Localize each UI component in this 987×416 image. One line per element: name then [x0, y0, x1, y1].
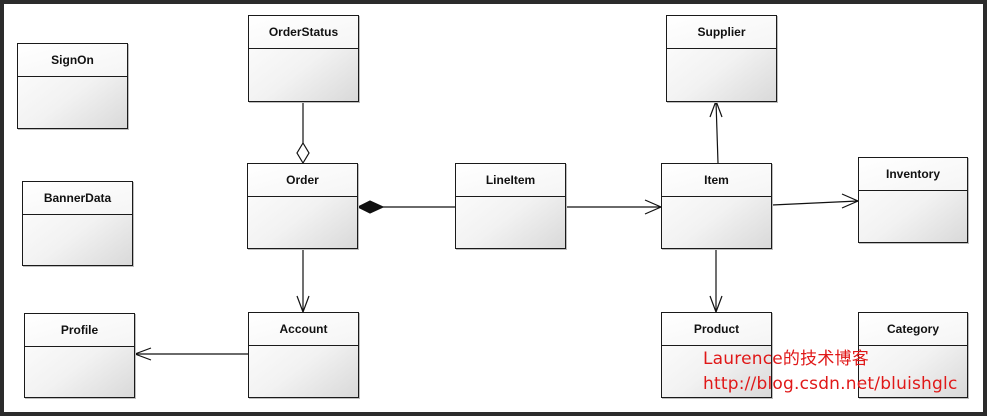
class-profile[interactable]: Profile	[24, 313, 135, 398]
watermark-blog-title: Laurence的技术博客	[703, 349, 869, 369]
class-category-name: Category	[859, 313, 967, 346]
class-inventory-name: Inventory	[859, 158, 967, 191]
class-supplier[interactable]: Supplier	[666, 15, 777, 102]
item-supplier-line	[715, 100, 719, 164]
class-supplier-name: Supplier	[667, 16, 776, 49]
class-signon[interactable]: SignOn	[17, 43, 128, 129]
class-account[interactable]: Account	[248, 312, 359, 398]
account-profile-arrowhead	[133, 347, 152, 361]
class-inventory[interactable]: Inventory	[858, 157, 968, 243]
class-lineitem-name: LineItem	[456, 164, 565, 197]
class-category[interactable]: Category	[858, 312, 968, 398]
aggregation-diamond	[296, 141, 310, 165]
class-signon-name: SignOn	[18, 44, 127, 77]
class-bannerdata-name: BannerData	[23, 182, 132, 215]
class-item-name: Item	[662, 164, 771, 197]
class-orderstatus-name: OrderStatus	[249, 16, 358, 49]
watermark-blog-url: http://blog.csdn.net/bluishglc	[703, 374, 958, 394]
class-bannerdata[interactable]: BannerData	[22, 181, 133, 266]
composition-diamond	[356, 200, 385, 214]
class-order-name: Order	[248, 164, 357, 197]
class-order[interactable]: Order	[247, 163, 358, 249]
class-product[interactable]: Product	[661, 312, 772, 398]
class-product-name: Product	[662, 313, 771, 346]
class-account-name: Account	[249, 313, 358, 346]
class-item[interactable]: Item	[661, 163, 772, 249]
class-profile-name: Profile	[25, 314, 134, 347]
class-lineitem[interactable]: LineItem	[455, 163, 566, 249]
class-orderstatus[interactable]: OrderStatus	[248, 15, 359, 102]
item-inventory-line	[771, 200, 859, 206]
